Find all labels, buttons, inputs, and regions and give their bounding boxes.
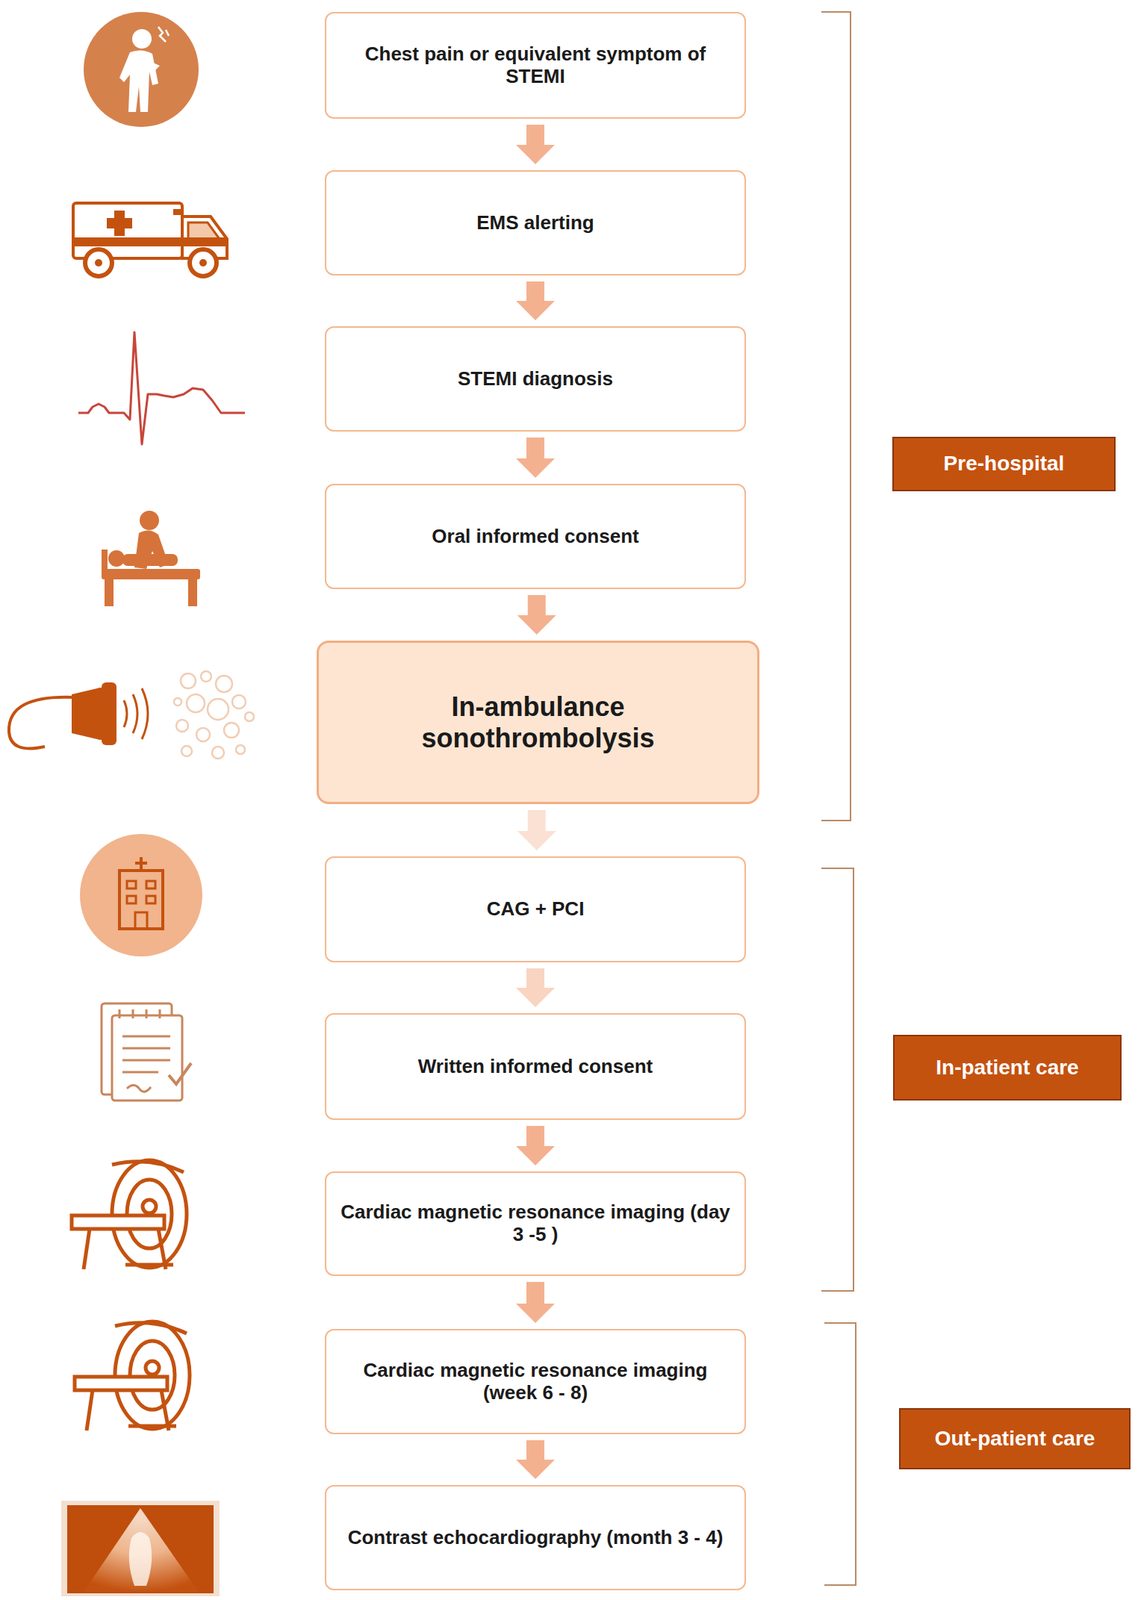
- phase-label: Pre-hospital: [892, 436, 1116, 492]
- box-text: Written informed consent: [418, 1055, 653, 1079]
- phase-label: Out-patient care: [899, 1408, 1131, 1470]
- process-box: Written informed consent: [324, 1013, 746, 1121]
- highlight-box: In-ambulance sonothrombolysis: [316, 640, 760, 805]
- mri-scanner-icon: [74, 1321, 190, 1431]
- process-box: CAG + PCI: [324, 856, 746, 963]
- phase-bracket: [824, 1323, 856, 1586]
- flow-arrow: [515, 124, 555, 165]
- mri-scanner-icon: [71, 1160, 187, 1270]
- process-box: Cardiac magnetic resonance imaging (week…: [324, 1329, 746, 1435]
- phase-bracket: [821, 868, 854, 1292]
- phase-bracket: [821, 11, 851, 821]
- flow-arrow: [515, 968, 555, 1008]
- text-group: Chest pain or equivalent symptom of STEM…: [338, 43, 733, 89]
- text-group: In-patient care: [935, 1055, 1079, 1080]
- text-group: Cardiac magnetic resonance imaging (week…: [338, 1359, 733, 1405]
- ultrasound-probe-icon: [8, 682, 148, 749]
- box-text: Cardiac magnetic resonance imaging (day …: [338, 1201, 733, 1247]
- hospital-icon: [79, 834, 203, 957]
- box-text: Cardiac magnetic resonance imaging (week…: [338, 1359, 733, 1405]
- text-group: EMS alerting: [476, 212, 594, 235]
- patient-bed-icon: [101, 510, 201, 607]
- box-text: Oral informed consent: [431, 525, 639, 549]
- flow-arrow: [517, 595, 557, 635]
- text-group: Cardiac magnetic resonance imaging (day …: [338, 1201, 733, 1247]
- box-text: EMS alerting: [476, 212, 594, 235]
- text-group: STEMI diagnosis: [457, 368, 614, 391]
- text-group: Pre-hospital: [943, 451, 1065, 476]
- document-icon: [101, 1003, 192, 1101]
- text-group: In-ambulance sonothrombolysis: [333, 691, 743, 754]
- box-text: In-ambulance sonothrombolysis: [333, 691, 743, 754]
- text-group: CAG + PCI: [486, 898, 585, 921]
- process-box: STEMI diagnosis: [324, 326, 746, 432]
- text-group: Written informed consent: [418, 1055, 653, 1079]
- microbubbles-icon: [173, 671, 254, 759]
- text-group: Contrast echocardiography (month 3 - 4): [347, 1527, 724, 1550]
- echocardiogram-image: [61, 1500, 220, 1597]
- process-box: Contrast echocardiography (month 3 - 4): [324, 1485, 746, 1591]
- process-box: Oral informed consent: [324, 483, 746, 590]
- flow-arrow: [515, 1126, 555, 1166]
- chest-pain-icon: [83, 11, 199, 127]
- process-box: Cardiac magnetic resonance imaging (day …: [324, 1171, 746, 1277]
- box-text: CAG + PCI: [486, 898, 585, 921]
- box-text: Contrast echocardiography (month 3 - 4): [347, 1527, 724, 1550]
- process-box: EMS alerting: [324, 170, 746, 276]
- process-box: Chest pain or equivalent symptom of STEM…: [324, 11, 746, 119]
- ambulance-icon: [73, 203, 228, 277]
- box-text: STEMI diagnosis: [457, 368, 614, 391]
- ecg-trace-icon: [78, 332, 245, 445]
- flow-arrow: [515, 1282, 555, 1324]
- phase-label-text: Pre-hospital: [943, 451, 1065, 476]
- box-text: Chest pain or equivalent symptom of STEM…: [338, 43, 733, 89]
- flow-arrow: [515, 437, 555, 478]
- text-group: Out-patient care: [934, 1426, 1096, 1451]
- flow-arrow: [515, 1440, 555, 1480]
- flow-arrow: [515, 281, 555, 321]
- phase-label-text: In-patient care: [935, 1055, 1079, 1080]
- phase-label-text: Out-patient care: [934, 1426, 1096, 1451]
- text-group: Oral informed consent: [431, 525, 639, 549]
- flow-arrow: [517, 810, 557, 851]
- phase-label: In-patient care: [893, 1034, 1122, 1101]
